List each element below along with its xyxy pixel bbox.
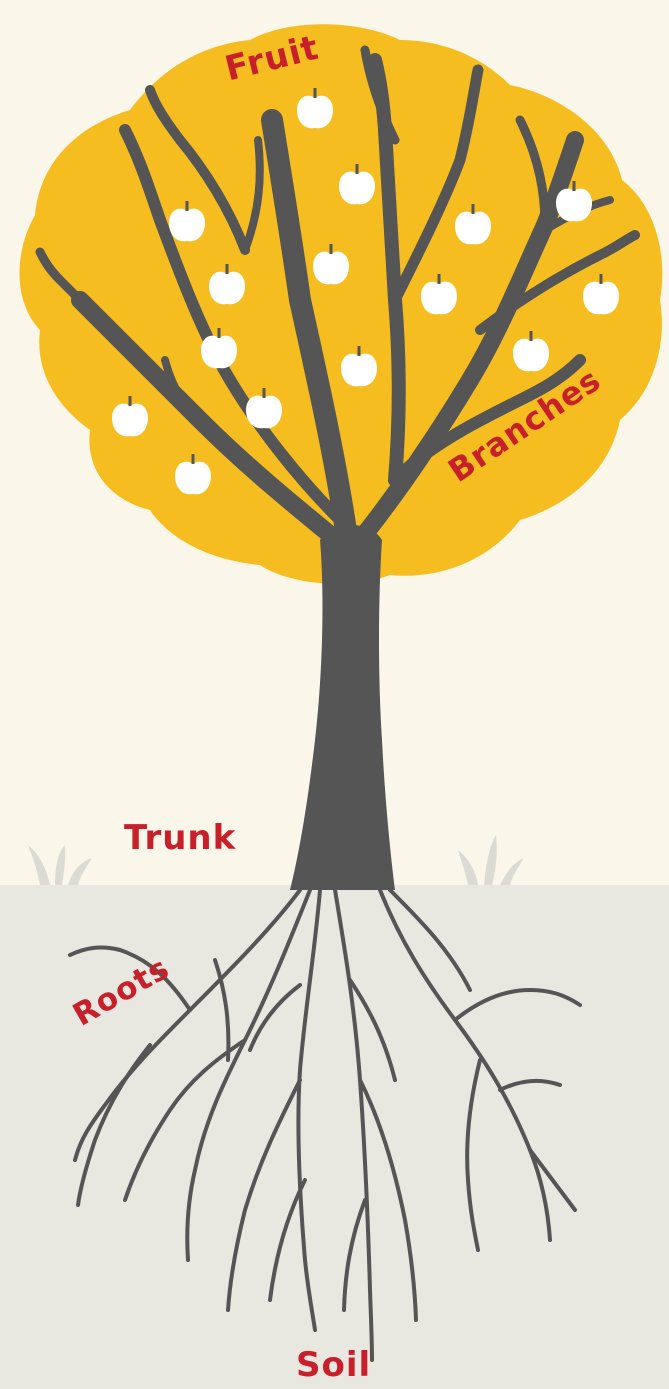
soil-ground	[0, 885, 669, 1389]
label-soil: Soil	[296, 1345, 371, 1385]
label-trunk: Trunk	[124, 818, 236, 858]
